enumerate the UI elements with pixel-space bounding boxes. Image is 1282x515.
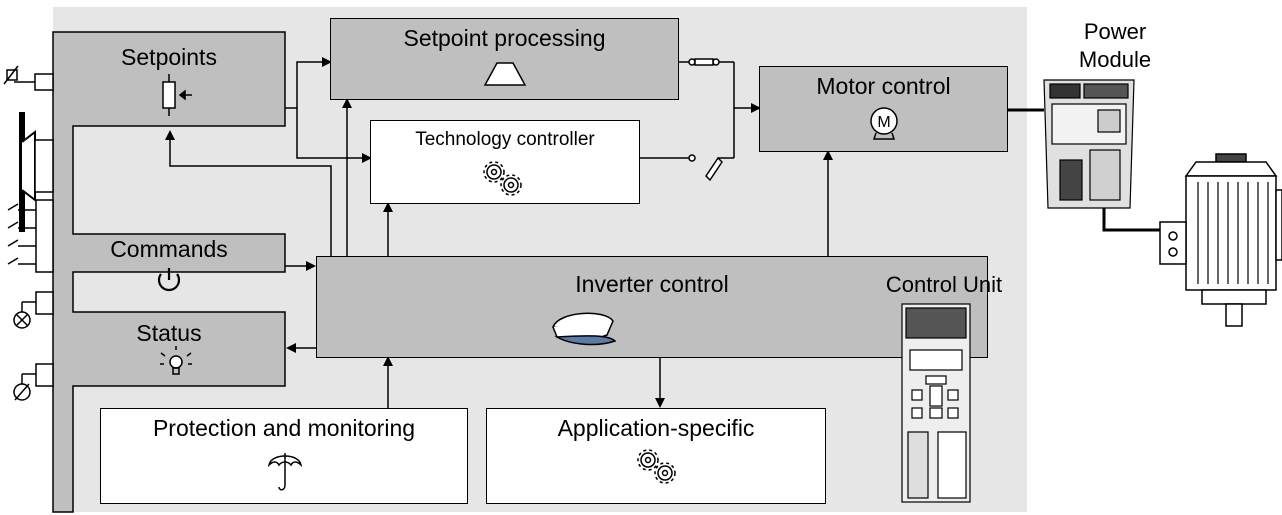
- power-module-label: Power Module: [1060, 18, 1170, 74]
- gears-icon: [637, 449, 676, 484]
- technology-controller-label: Technology controller: [415, 129, 595, 150]
- protection-monitoring-block: Protection and monitoring: [100, 408, 468, 504]
- ramp-icon: [483, 62, 527, 86]
- motor-icon: M: [870, 107, 898, 140]
- setpoint-processing-block: Setpoint processing: [330, 18, 679, 100]
- protection-monitoring-label: Protection and monitoring: [152, 415, 416, 441]
- analog-input-terminal-icon: [3, 65, 54, 91]
- umbrella-icon: [267, 453, 303, 491]
- status-label: Status: [136, 320, 202, 346]
- commands-label: Commands: [110, 236, 228, 262]
- application-specific-block: Application-specific: [486, 408, 826, 504]
- control-unit-label: Control Unit: [885, 272, 1003, 297]
- technology-controller-block: Technology controller: [370, 120, 640, 204]
- analog-output-meter-icon: [13, 363, 54, 401]
- power-module-label-line2: Module: [1078, 47, 1152, 72]
- gears-icon: [483, 161, 522, 196]
- motor-control-label: Motor control: [816, 73, 951, 99]
- cap-icon: [551, 312, 617, 346]
- application-specific-label: Application-specific: [557, 415, 755, 441]
- setpoints-label: Setpoints: [121, 44, 217, 70]
- setpoint-processing-label: Setpoint processing: [403, 25, 606, 51]
- motor-letter: M: [877, 114, 890, 131]
- setpoint-switch-icon: [688, 58, 723, 182]
- digital-output-lamp-icon: [13, 291, 54, 329]
- inverter-control-label: Inverter control: [575, 271, 729, 297]
- inverter-control-block: Inverter control: [316, 256, 988, 358]
- power-module-label-line1: Power: [1083, 19, 1147, 44]
- digital-inputs-terminal-icon: [7, 199, 54, 273]
- motor-control-block: Motor control M: [759, 66, 1008, 152]
- fieldbus-connector-icon: [19, 112, 54, 232]
